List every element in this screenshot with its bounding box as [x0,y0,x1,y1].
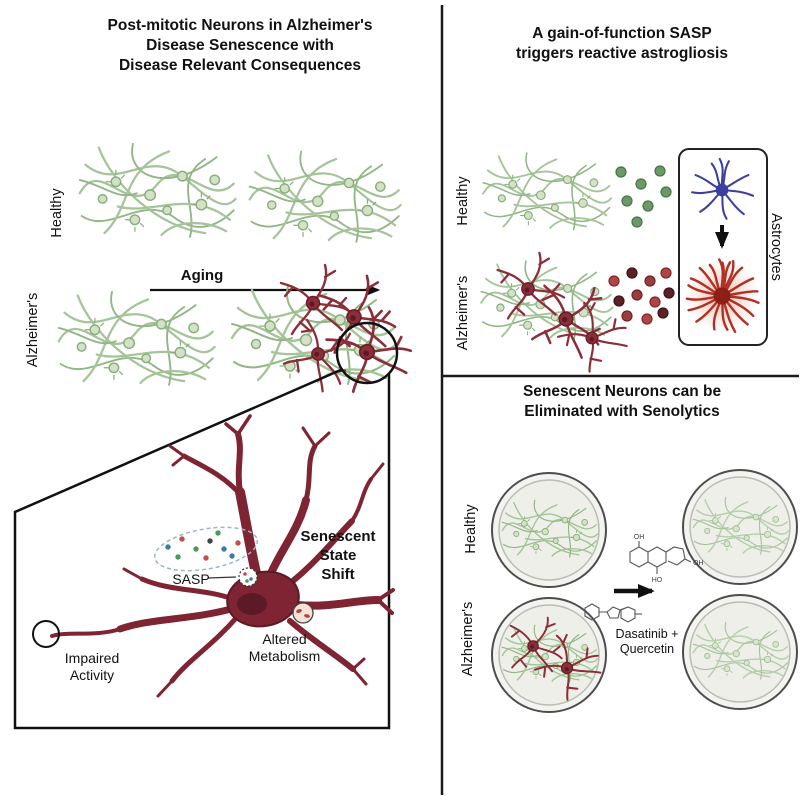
title-line: triggers reactive astrogliosis [516,45,728,62]
astrogliosis-alzheimers-label: Alzheimer's [455,275,471,351]
left-panel-healthy-networks [78,142,402,243]
zoom-source-circle [335,321,399,385]
astrogliosis-alzheimers-sasp-dots [608,267,675,325]
astrocytes-label: Astrocytes [768,213,784,281]
left-panel-alzheimers-networks [57,263,419,401]
label-line: State [319,547,357,564]
quercetin-structure: OH OH HO [629,534,704,584]
astrogliosis-healthy-label: Healthy [455,176,471,226]
title-line: Disease Senescence with [146,37,334,54]
label-line: Activity [69,667,115,683]
dasatinib-structure [584,603,642,623]
astrogliosis-healthy-sasp-dots [615,165,672,228]
title-line: A gain-of-function SASP [532,25,712,42]
astrogliosis-healthy-network [482,152,612,231]
left-panel-title: Post-mitotic Neurons in Alzheimer's Dise… [60,16,420,76]
title-line: Post-mitotic Neurons in Alzheimer's [107,17,373,34]
impaired-activity-circle [32,620,60,648]
zoom-senescent-neuron [50,414,395,698]
aging-label: Aging [180,267,224,284]
astrogliosis-alzheimers-network [480,251,637,378]
label-line: Impaired [64,650,120,666]
petri-dish [682,594,798,710]
atom-label: HO [652,577,663,584]
senolytics-healthy-label: Healthy [463,504,479,554]
left-alzheimers-label: Alzheimer's [25,292,41,368]
panel-dividers [440,5,799,795]
label-line: Dasatinib + [615,627,679,641]
atom-label: OH [634,534,645,541]
atom-label: OH [693,560,704,567]
label-line: Senescent [300,528,376,545]
senolytics-alzheimers-label: Alzheimer's [460,601,476,677]
altered-metabolism-label: Altered Metabolism [232,631,337,665]
altered-metabolism-organelle [292,602,314,624]
label-line: Altered [262,631,307,647]
sasp-secretion-cloud [153,526,259,587]
left-healthy-label: Healthy [49,188,65,238]
label-line: Shift [321,566,355,583]
label-line: Quercetin [619,642,675,656]
astrogliosis-panel-title: A gain-of-function SASP triggers reactiv… [457,24,787,64]
senolytics-panel-title: Senescent Neurons can be Eliminated with… [457,382,787,422]
title-line: Disease Relevant Consequences [118,57,362,74]
petri-dish [491,597,607,713]
label-line: Metabolism [248,648,321,664]
impaired-activity-label: Impaired Activity [48,650,136,684]
title-line: Eliminated with Senolytics [524,403,720,420]
astrocytes-box [675,148,771,346]
sasp-label: SASP [172,571,210,587]
petri-dish [491,472,607,588]
senolytic-drug-label: Dasatinib + Quercetin [607,627,687,657]
zoom-callout-box [13,367,391,730]
title-line: Senescent Neurons can be [522,383,722,400]
senescent-state-shift-label: Senescent State Shift [292,527,384,584]
